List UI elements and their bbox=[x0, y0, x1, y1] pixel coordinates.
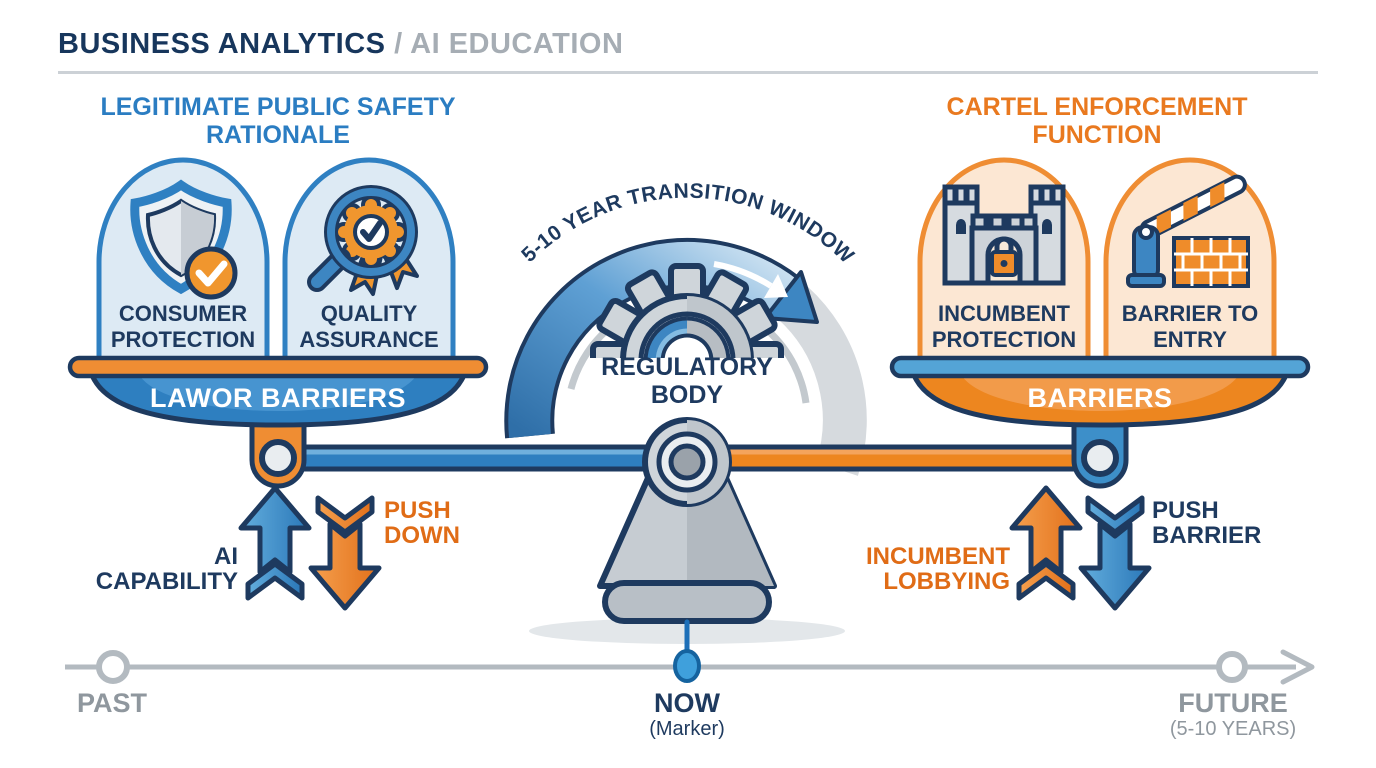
right-pan bbox=[889, 355, 1311, 428]
ai-capability-up-arrow-icon bbox=[238, 485, 312, 601]
now-marker-icon bbox=[673, 649, 701, 683]
title-separator: / bbox=[394, 28, 403, 60]
page-title: BUSINESS ANALYTICS / AI EDUCATION bbox=[58, 28, 623, 60]
past-marker-icon bbox=[96, 650, 130, 684]
timeline-future-sublabel: (5-10 YEARS) bbox=[1169, 718, 1297, 741]
card-label-incumbent-protection: INCUMBENT PROTECTION bbox=[931, 301, 1077, 353]
title-secondary: AI EDUCATION bbox=[410, 28, 624, 60]
timeline-arrowhead-icon bbox=[1280, 649, 1315, 685]
magnifier-award-icon bbox=[307, 185, 419, 296]
header-divider bbox=[58, 71, 1318, 74]
timeline bbox=[65, 619, 1315, 685]
inner-white-arrow bbox=[713, 261, 773, 289]
card-label-consumer-protection: CONSUMER PROTECTION bbox=[110, 301, 256, 353]
timeline-now-label: NOW (Marker) bbox=[627, 688, 747, 741]
right-section-heading: CARTEL ENFORCEMENT FUNCTION bbox=[946, 93, 1248, 149]
left-pan bbox=[67, 355, 489, 428]
left-pan-hinge bbox=[249, 413, 307, 489]
title-primary: BUSINESS ANALYTICS bbox=[58, 28, 386, 60]
card-label-barrier-to-entry: BARRIER TO ENTRY bbox=[1121, 301, 1259, 353]
timeline-now-sublabel: (Marker) bbox=[649, 718, 725, 741]
incumbent-lobbying-up-arrow-icon bbox=[1009, 485, 1083, 601]
push-down-label: PUSH DOWN bbox=[384, 497, 460, 550]
card-label-quality-assurance: QUALITY ASSURANCE bbox=[299, 301, 439, 353]
ai-capability-label: AI CAPABILITY bbox=[95, 543, 238, 596]
fulcrum bbox=[529, 417, 845, 644]
regulatory-body-label: REGULATORY BODY bbox=[601, 353, 773, 409]
right-pan-label: BARRIERS bbox=[1027, 383, 1173, 413]
incumbent-lobbying-label: INCUMBENT LOBBYING bbox=[866, 543, 1010, 596]
left-section-heading: LEGITIMATE PUBLIC SAFETY RATIONALE bbox=[100, 93, 456, 149]
push-down-arrow-icon bbox=[308, 495, 382, 611]
left-pan-label: LAWOR BARRIERS bbox=[150, 383, 406, 413]
timeline-future-label: FUTURE (5-10 YEARS) bbox=[1150, 688, 1316, 741]
boom-barrier-wall-icon bbox=[1126, 174, 1250, 288]
shield-check-icon bbox=[130, 179, 238, 300]
push-barrier-label: PUSH BARRIER bbox=[1152, 497, 1262, 550]
inner-white-arrowhead-icon bbox=[764, 274, 788, 298]
timeline-past-label: PAST bbox=[76, 688, 147, 718]
push-barrier-down-arrow-icon bbox=[1078, 495, 1152, 611]
castle-lock-icon bbox=[942, 184, 1066, 286]
right-pan-hinge bbox=[1071, 413, 1129, 489]
future-marker-icon bbox=[1216, 651, 1248, 683]
regulatory-gear-icon bbox=[590, 263, 784, 358]
